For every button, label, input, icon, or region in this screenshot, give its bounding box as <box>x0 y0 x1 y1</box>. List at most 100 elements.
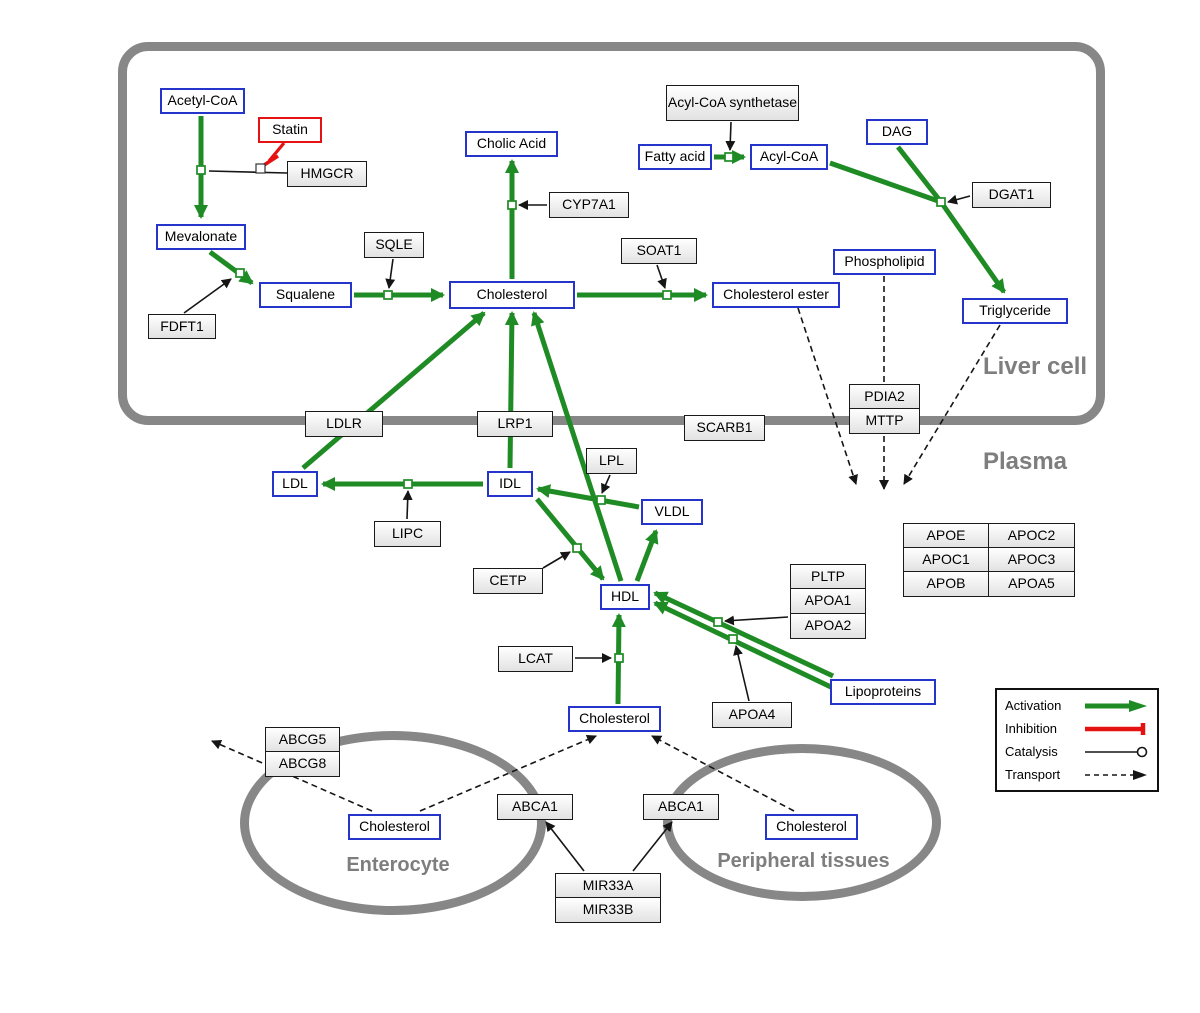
node-soat1[interactable]: SOAT1 <box>621 238 697 264</box>
node-apoa4[interactable]: APOA4 <box>712 702 792 728</box>
node-pltp[interactable]: PLTP <box>790 564 866 589</box>
legend-catalysis-label: Catalysis <box>1005 744 1058 759</box>
reaction-node <box>936 197 946 207</box>
node-cholic-acid[interactable]: Cholic Acid <box>465 131 558 157</box>
transport-dashed-arrow-icon <box>1085 769 1147 780</box>
edge-mir33-abca1-right <box>632 821 673 872</box>
reaction-node <box>614 653 624 663</box>
legend-inhibition-label: Inhibition <box>1005 721 1058 736</box>
node-lipoproteins[interactable]: Lipoproteins <box>830 679 936 705</box>
node-mevalonate[interactable]: Mevalonate <box>156 224 246 250</box>
node-acyl-coa-synthetase[interactable]: Acyl-CoA synthetase <box>666 85 799 121</box>
node-acetyl-coa[interactable]: Acetyl-CoA <box>160 88 245 114</box>
liver-cell-label: Liver cell <box>982 353 1088 380</box>
apo-table-cell[interactable]: APOC2 <box>988 523 1075 548</box>
reaction-node <box>196 165 206 175</box>
node-phospholipid[interactable]: Phospholipid <box>833 249 936 275</box>
node-dag[interactable]: DAG <box>866 119 928 145</box>
edge-ldl-cholesterol <box>301 311 486 470</box>
edge-hdl-cholesterol <box>531 311 624 582</box>
node-hdl[interactable]: HDL <box>600 584 650 610</box>
enterocyte-label: Enterocyte <box>346 854 450 876</box>
edge-peripheral-cholesterol-plasma <box>651 735 795 812</box>
edge-lipoproteins-hdl-1 <box>653 590 835 679</box>
legend-transport-row: Transport <box>1005 767 1149 783</box>
node-lrp1[interactable]: LRP1 <box>477 411 553 437</box>
node-abcg5[interactable]: ABCG5 <box>265 727 340 752</box>
apo-table-cell[interactable]: APOC3 <box>988 547 1075 572</box>
edge-idl-hdl-cetp <box>535 497 605 581</box>
reaction-node <box>383 290 393 300</box>
node-hmgcr[interactable]: HMGCR <box>287 161 367 187</box>
node-idl[interactable]: IDL <box>487 471 533 497</box>
peripheral-tissues-label: Peripheral tissues <box>717 850 890 872</box>
apo-table-cell[interactable]: APOA5 <box>988 571 1075 597</box>
legend-activation-row: Activation <box>1005 698 1149 714</box>
node-fatty-acid[interactable]: Fatty acid <box>638 144 712 170</box>
node-lpl[interactable]: LPL <box>586 448 637 474</box>
node-dgat1[interactable]: DGAT1 <box>972 182 1051 208</box>
reaction-node <box>596 495 606 505</box>
node-cholesterol-ester[interactable]: Cholesterol ester <box>712 282 840 308</box>
edge-pltp-reaction <box>724 615 789 626</box>
edge-vldl-idl <box>536 484 640 510</box>
node-cholesterol-plasma[interactable]: Cholesterol <box>568 706 661 732</box>
apo-table-cell[interactable]: APOC1 <box>903 547 989 572</box>
activation-arrow-icon <box>1085 699 1147 712</box>
node-mir33b[interactable]: MIR33B <box>555 897 661 923</box>
node-abca1-right[interactable]: ABCA1 <box>643 794 719 820</box>
node-pdia2[interactable]: PDIA2 <box>849 384 920 409</box>
legend-inhibition-row: Inhibition <box>1005 721 1149 737</box>
edge-cetp-reaction <box>542 551 571 569</box>
edge-dgat1-triglyceride <box>938 200 1007 294</box>
node-ldl[interactable]: LDL <box>272 471 318 497</box>
apo-table-cell[interactable]: APOB <box>903 571 989 597</box>
node-cyp7a1[interactable]: CYP7A1 <box>549 192 629 218</box>
edge-hdl-vldl <box>634 529 659 582</box>
liver-cell-compartment <box>118 42 1105 425</box>
reaction-node <box>403 479 413 489</box>
node-fdft1[interactable]: FDFT1 <box>148 314 216 339</box>
node-apoa1[interactable]: APOA1 <box>790 588 866 614</box>
edge-mir33-abca1-left <box>545 821 585 872</box>
reaction-node <box>507 200 517 210</box>
edge-idl-cholesterol <box>504 311 519 469</box>
node-cholesterol-peripheral[interactable]: Cholesterol <box>765 814 858 840</box>
node-cholesterol-liver[interactable]: Cholesterol <box>449 281 575 309</box>
node-apoa2[interactable]: APOA2 <box>790 613 866 639</box>
node-ldlr[interactable]: LDLR <box>305 411 383 437</box>
node-lcat[interactable]: LCAT <box>498 646 573 672</box>
node-squalene[interactable]: Squalene <box>259 282 352 308</box>
plasma-label: Plasma <box>982 448 1068 475</box>
node-abcg8[interactable]: ABCG8 <box>265 751 340 777</box>
node-acyl-coa[interactable]: Acyl-CoA <box>750 144 828 170</box>
legend-activation-label: Activation <box>1005 698 1062 713</box>
node-scarb1[interactable]: SCARB1 <box>684 415 765 441</box>
legend: Activation Inhibition Catalysis Transpor… <box>995 688 1159 792</box>
edge-acs-reaction <box>725 121 736 151</box>
reaction-node <box>572 543 582 553</box>
edge-enterocyte-cholesterol-plasma <box>419 734 597 812</box>
edge-apoa4-reaction <box>733 645 750 702</box>
edge-statin-inhibition <box>267 141 286 163</box>
node-abca1-left[interactable]: ABCA1 <box>497 794 573 820</box>
reaction-node <box>713 617 723 627</box>
edge-sqle-reaction <box>385 258 396 289</box>
apo-table-cell[interactable]: APOE <box>903 523 989 548</box>
node-cholesterol-enterocyte[interactable]: Cholesterol <box>348 814 441 840</box>
enterocyte-compartment <box>240 731 546 915</box>
node-sqle[interactable]: SQLE <box>364 232 424 258</box>
node-cetp[interactable]: CETP <box>473 568 543 594</box>
edge-hmgcr-reaction <box>208 170 288 174</box>
node-mir33a[interactable]: MIR33A <box>555 873 661 898</box>
node-mttp[interactable]: MTTP <box>849 408 920 434</box>
reaction-node <box>235 268 245 278</box>
node-statin[interactable]: Statin <box>258 117 322 143</box>
catalysis-anchor <box>255 163 266 174</box>
node-vldl[interactable]: VLDL <box>641 499 703 525</box>
edge-lpl-reaction <box>601 474 611 494</box>
node-triglyceride[interactable]: Triglyceride <box>962 298 1068 324</box>
node-lipc[interactable]: LIPC <box>374 521 441 547</box>
